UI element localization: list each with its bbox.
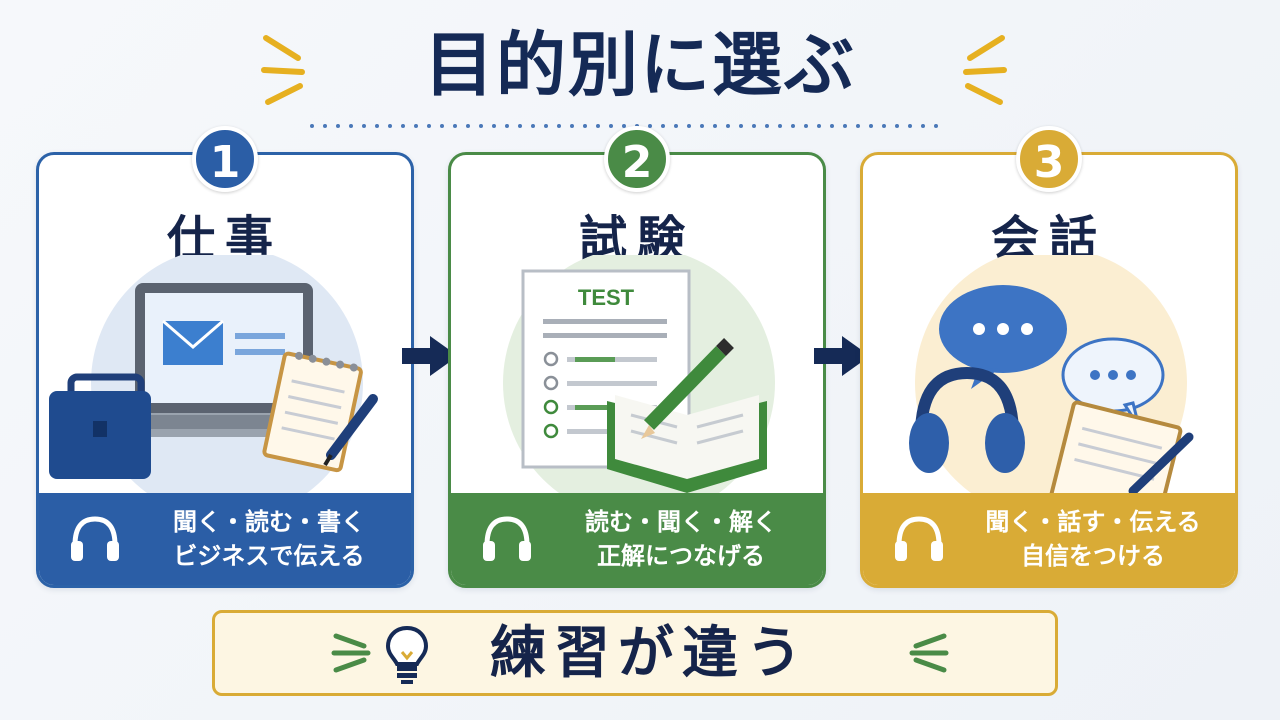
title-spark-right-icon	[963, 35, 1007, 105]
test-label: TEST	[578, 285, 635, 310]
card-footer-line: ビジネスで伝える	[173, 542, 365, 570]
arrow-right-icon	[402, 336, 458, 376]
bottom-banner-text: 練習が違う	[490, 621, 810, 686]
card-footer: 聞く・話す・伝える 自信をつける	[863, 493, 1235, 585]
step-badge-2: 2	[604, 126, 670, 192]
headphones-icon	[71, 516, 119, 561]
exam-illustration: TEST	[503, 255, 775, 495]
arrow-right-icon	[814, 336, 870, 376]
work-illustration	[49, 255, 378, 495]
headphones-icon	[483, 516, 531, 561]
card-footer-line: 自信をつける	[1021, 542, 1165, 570]
page-title: 目的別に選ぶ	[424, 24, 856, 106]
card-footer: 読む・聞く・解く 正解につなげる	[451, 493, 823, 585]
card-footer-line: 聞く・読む・書く	[173, 508, 365, 536]
step-badge-3: 3	[1016, 126, 1082, 192]
card-work: 仕事	[36, 152, 414, 588]
banner-spark-right-icon	[909, 633, 949, 673]
card-footer: 聞く・読む・書く ビジネスで伝える	[39, 493, 411, 585]
banner-spark-left-icon	[331, 633, 371, 673]
conversation-illustration	[909, 255, 1194, 495]
card-footer-line: 読む・聞く・解く	[585, 508, 777, 536]
headphones-icon	[895, 516, 943, 561]
card-footer-line: 正解につなげる	[597, 542, 765, 570]
card-footer-line: 聞く・話す・伝える	[985, 508, 1201, 536]
lightbulb-icon	[385, 625, 429, 684]
card-conversation: 会話 聞く・話す・伝える 自信をつける	[860, 152, 1238, 588]
title-divider	[310, 124, 946, 128]
step-badge-1: 1	[192, 126, 258, 192]
card-exam: 試験 TEST 読む・聞く・解く	[448, 152, 826, 588]
title-spark-left-icon	[261, 35, 305, 105]
